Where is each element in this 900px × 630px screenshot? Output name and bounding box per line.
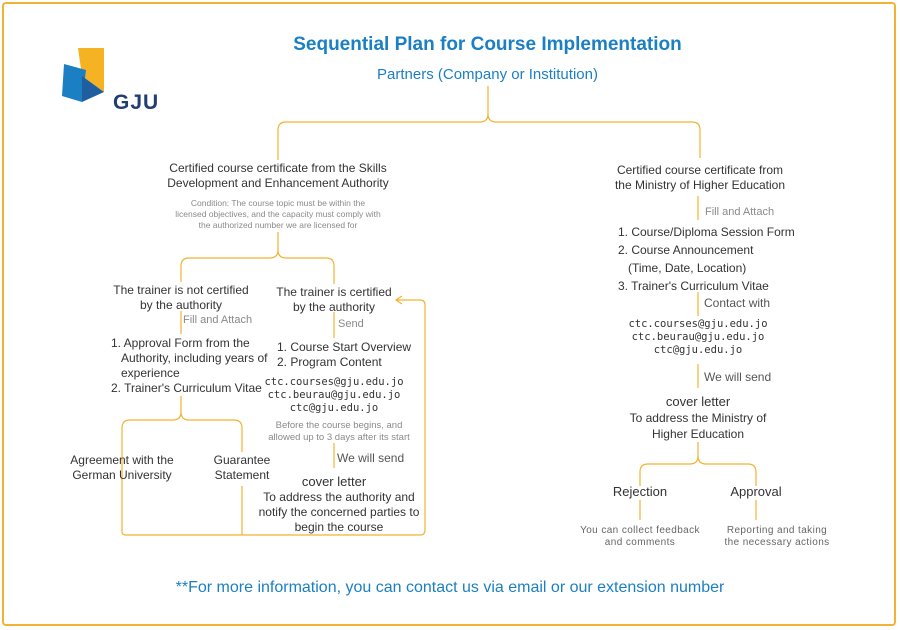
- connector-loop-arrow: [394, 295, 403, 305]
- right-emails: ctc.courses@gju.edu.jo ctc.beurau@gju.ed…: [618, 318, 778, 357]
- connector-nc-guarantee: [180, 411, 243, 452]
- email-link[interactable]: ctc.beurau@gju.edu.jo: [631, 331, 765, 343]
- left-condition: Condition: The course topic must be with…: [175, 198, 381, 230]
- page-subtitle: Partners (Company or Institution): [377, 66, 598, 83]
- right-action: Fill and Attach: [705, 206, 775, 218]
- certified-emails: ctc.courses@gju.edu.jo ctc.beurau@gju.ed…: [254, 376, 414, 415]
- email-link[interactable]: ctc@gju.edu.jo: [289, 402, 379, 414]
- connector-r-approval: [697, 455, 757, 486]
- connector-top-left: [277, 86, 489, 160]
- connector-r-rejection: [639, 442, 699, 486]
- right-action-send: We will send: [704, 370, 772, 384]
- not-certified-items: 1. Approval Form from the Authority, inc…: [111, 336, 268, 395]
- connector-left-split-b: [277, 249, 335, 284]
- gju-logo-icon: [62, 48, 104, 102]
- certified-cover-letter: cover letter: [301, 474, 367, 489]
- email-link[interactable]: ctc.beurau@gju.edu.jo: [267, 389, 401, 401]
- email-link[interactable]: ctc.courses@gju.edu.jo: [264, 376, 404, 388]
- connector-top-right: [487, 113, 701, 158]
- connector-nc-agreement: [121, 396, 242, 536]
- connector-loop-back: [242, 299, 426, 536]
- right-items: 1. Course/Diploma Session Form 2. Course…: [618, 225, 795, 293]
- email-link[interactable]: ctc.courses@gju.edu.jo: [628, 318, 768, 330]
- connector-left-split-a: [180, 232, 279, 282]
- page-title: Sequential Plan for Course Implementatio…: [293, 34, 682, 55]
- rejection-label: Rejection: [612, 484, 668, 499]
- not-certified-action: Fill and Attach: [183, 314, 253, 326]
- logo-text: GJU: [113, 91, 160, 114]
- email-link[interactable]: ctc@gju.edu.jo: [653, 344, 743, 356]
- right-cover-letter: cover letter: [665, 394, 731, 409]
- certified-action: Send: [338, 318, 364, 330]
- left-header: Certified course certificate from the Sk…: [167, 161, 389, 190]
- approval-label: Approval: [730, 484, 782, 499]
- footer-note: **For more information, you can contact …: [175, 579, 725, 596]
- certified-action-send: We will send: [337, 451, 405, 465]
- right-action-contact: Contact with: [704, 296, 771, 310]
